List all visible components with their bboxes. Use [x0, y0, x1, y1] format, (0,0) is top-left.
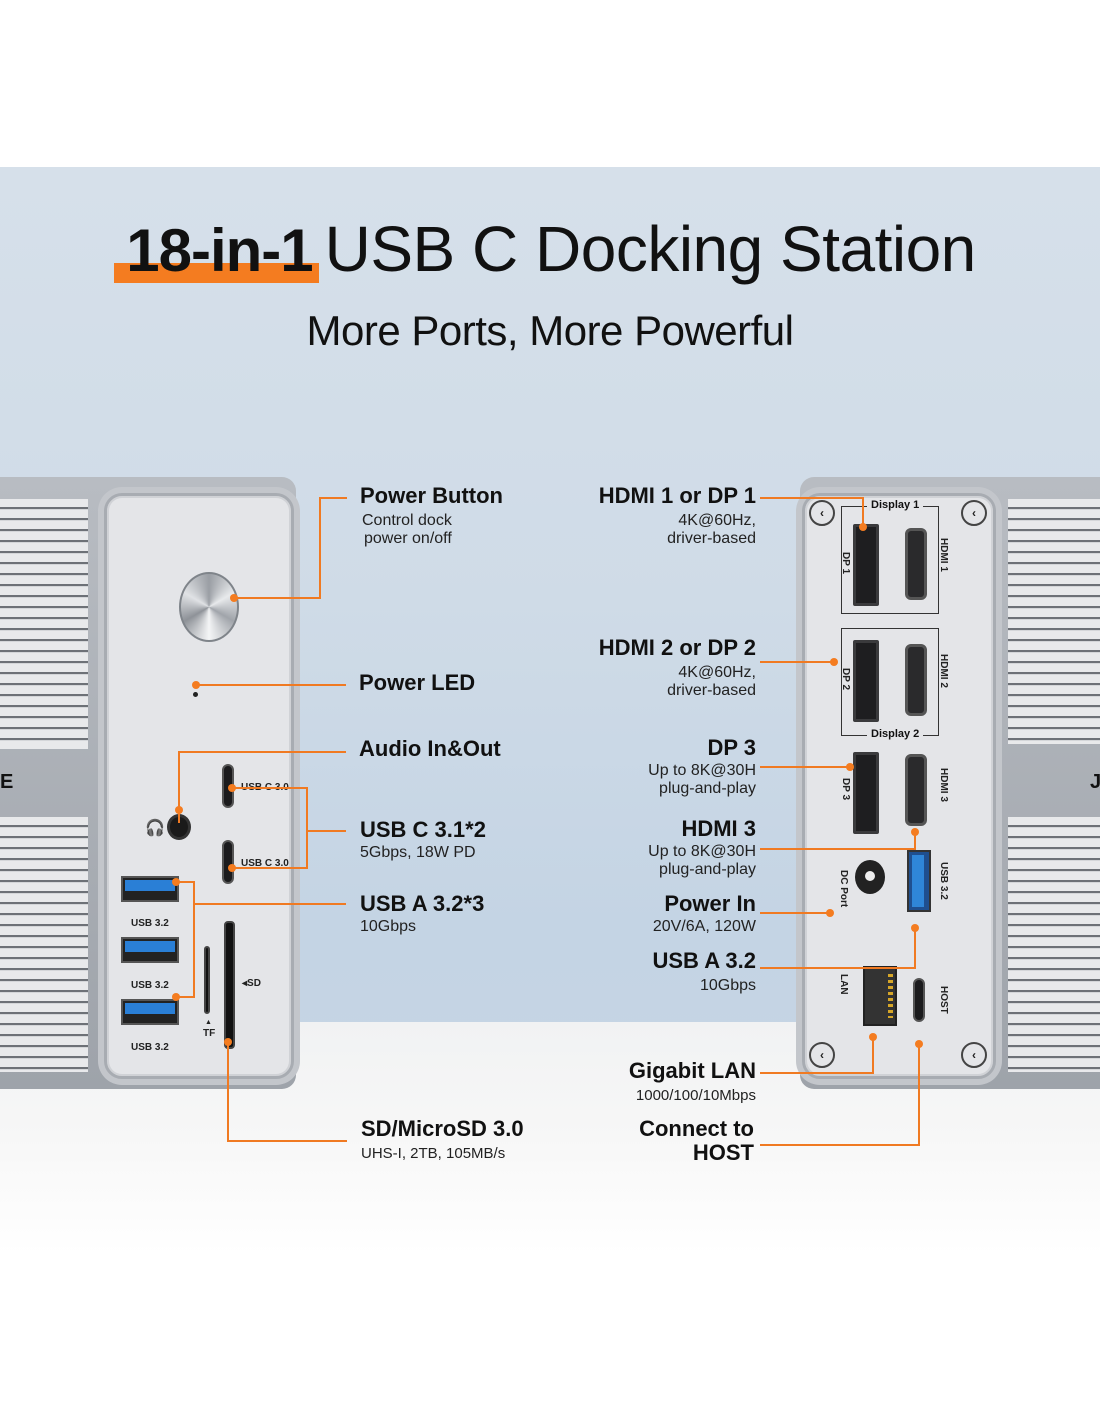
- tf-label: TF: [203, 1028, 216, 1039]
- callout-audio: Audio In&Out: [359, 736, 501, 761]
- callout-hdmi1-dp1: HDMI 1 or DP 1 4K@60Hz, driver-based: [598, 483, 756, 548]
- page-title: 18-in-1 USB C Docking Station: [0, 213, 1100, 285]
- host-label: HOST: [938, 986, 949, 1014]
- rear-panel: ‹ ‹ ‹ ‹ Display 1 DP 1 HDMI 1 Display 2 …: [802, 493, 996, 1079]
- title-main: USB C Docking Station: [324, 213, 977, 285]
- headset-icon: 🎧: [145, 820, 165, 837]
- front-vents-top: [0, 499, 88, 749]
- callout-usbc: USB C 3.1*2 5Gbps, 18W PD: [360, 817, 486, 862]
- page-subtitle: More Ports, More Powerful: [306, 307, 795, 354]
- hdmi3-label: HDMI 3: [938, 768, 949, 802]
- hdmi2-label: HDMI 2: [938, 654, 949, 688]
- screw-icon: ‹: [961, 1042, 987, 1068]
- callout-sd: SD/MicroSD 3.0 UHS-I, 2TB, 105MB/s: [361, 1116, 524, 1163]
- callout-host: Connect to HOST: [639, 1116, 754, 1165]
- dp1-label: DP 1: [840, 552, 851, 575]
- screw-icon: ‹: [809, 500, 835, 526]
- title-highlight: 18-in-1: [114, 217, 320, 284]
- usb-rear-label: USB 3.2: [938, 862, 949, 900]
- brand-logo-partial-rear: J: [1090, 771, 1100, 793]
- screw-icon: ‹: [809, 1042, 835, 1068]
- usba-port-2: [121, 937, 179, 963]
- dock-rear-view: J ‹ ‹ ‹ ‹ Display 1 DP 1 HDMI 1 Display …: [796, 477, 1100, 1097]
- callout-power-button: Power Button Control dock power on/off: [360, 483, 503, 548]
- host-port: [913, 978, 925, 1022]
- dp3-port: [853, 752, 879, 834]
- lan-label: LAN: [838, 974, 849, 995]
- tf-arrow: ▲: [205, 1019, 212, 1026]
- power-led: [193, 692, 198, 697]
- rear-vents-top: [1008, 499, 1100, 744]
- usbc-port-2: [222, 840, 234, 884]
- dc-port: [855, 860, 885, 894]
- dp2-port: [853, 640, 879, 722]
- callout-hdmi3: HDMI 3 Up to 8K@30H plug-and-play: [648, 816, 756, 879]
- usbc-port-2-label: USB C 3.0: [241, 858, 289, 869]
- callout-dp3: DP 3 Up to 8K@30H plug-and-play: [648, 735, 756, 798]
- brand-logo-partial: E: [0, 771, 14, 793]
- power-button[interactable]: [179, 572, 239, 642]
- dc-label: DC Port: [838, 870, 849, 908]
- usba-rear-port: [907, 850, 931, 912]
- screw-icon: ‹: [961, 500, 987, 526]
- hdmi1-label: HDMI 1: [938, 538, 949, 572]
- display-2-label: Display 2: [867, 728, 924, 740]
- sd-slot: [224, 921, 235, 1049]
- dp2-label: DP 2: [840, 668, 851, 691]
- callout-usba-rear: USB A 3.2 10Gbps: [652, 948, 756, 995]
- rear-vents-bottom: [1008, 817, 1100, 1072]
- usba-port-3: [121, 999, 179, 1025]
- microsd-slot: [204, 946, 210, 1014]
- hdmi3-port: [905, 754, 927, 826]
- callout-gigabit-lan: Gigabit LAN 1000/100/10Mbps: [628, 1058, 756, 1105]
- sd-label: ◂SD: [242, 978, 261, 989]
- hdmi1-port: [905, 528, 927, 600]
- usba-port-1-label: USB 3.2: [131, 918, 169, 929]
- hdmi2-port: [905, 644, 927, 716]
- callout-power-led: Power LED: [359, 670, 476, 695]
- usba-port-2-label: USB 3.2: [131, 980, 169, 991]
- product-banner: 18-in-1 USB C Docking Station More Ports…: [0, 167, 1100, 1254]
- callout-hdmi2-dp2: HDMI 2 or DP 2 4K@60Hz, driver-based: [598, 635, 756, 700]
- callout-usba: USB A 3.2*3 10Gbps: [360, 891, 485, 936]
- front-panel: USB C 3.0 USB C 3.0 🎧 USB 3.2 USB 3.2 US…: [104, 493, 294, 1079]
- display-1-label: Display 1: [867, 499, 924, 511]
- dp1-port: [853, 524, 879, 606]
- usba-port-3-label: USB 3.2: [131, 1042, 169, 1053]
- dp3-label: DP 3: [840, 778, 851, 801]
- lan-port: [863, 966, 897, 1026]
- usba-port-1: [121, 876, 179, 902]
- callout-power-in: Power In 20V/6A, 120W: [652, 891, 756, 936]
- front-vents-bottom: [0, 817, 88, 1072]
